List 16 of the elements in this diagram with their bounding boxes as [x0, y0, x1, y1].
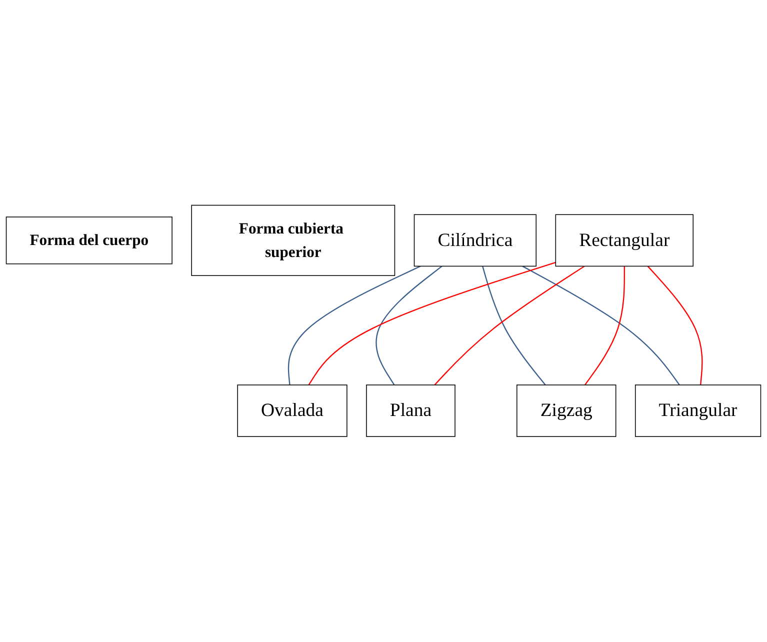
- connector: [522, 266, 680, 386]
- connector: [647, 266, 703, 386]
- node-box: Ovalada: [237, 384, 348, 438]
- node-box: Triangular: [634, 384, 762, 438]
- connector: [434, 266, 585, 386]
- node-box: Rectangular: [555, 214, 694, 267]
- connector: [308, 262, 556, 386]
- connector: [482, 266, 546, 386]
- connector: [288, 266, 421, 386]
- node-box: Forma cubierta superior: [191, 204, 396, 276]
- connector: [584, 266, 625, 386]
- node-box: Forma del cuerpo: [6, 216, 172, 264]
- connector: [376, 266, 442, 386]
- node-box: Cilíndrica: [414, 214, 537, 267]
- node-box: Plana: [366, 384, 456, 438]
- node-box: Zigzag: [516, 384, 616, 438]
